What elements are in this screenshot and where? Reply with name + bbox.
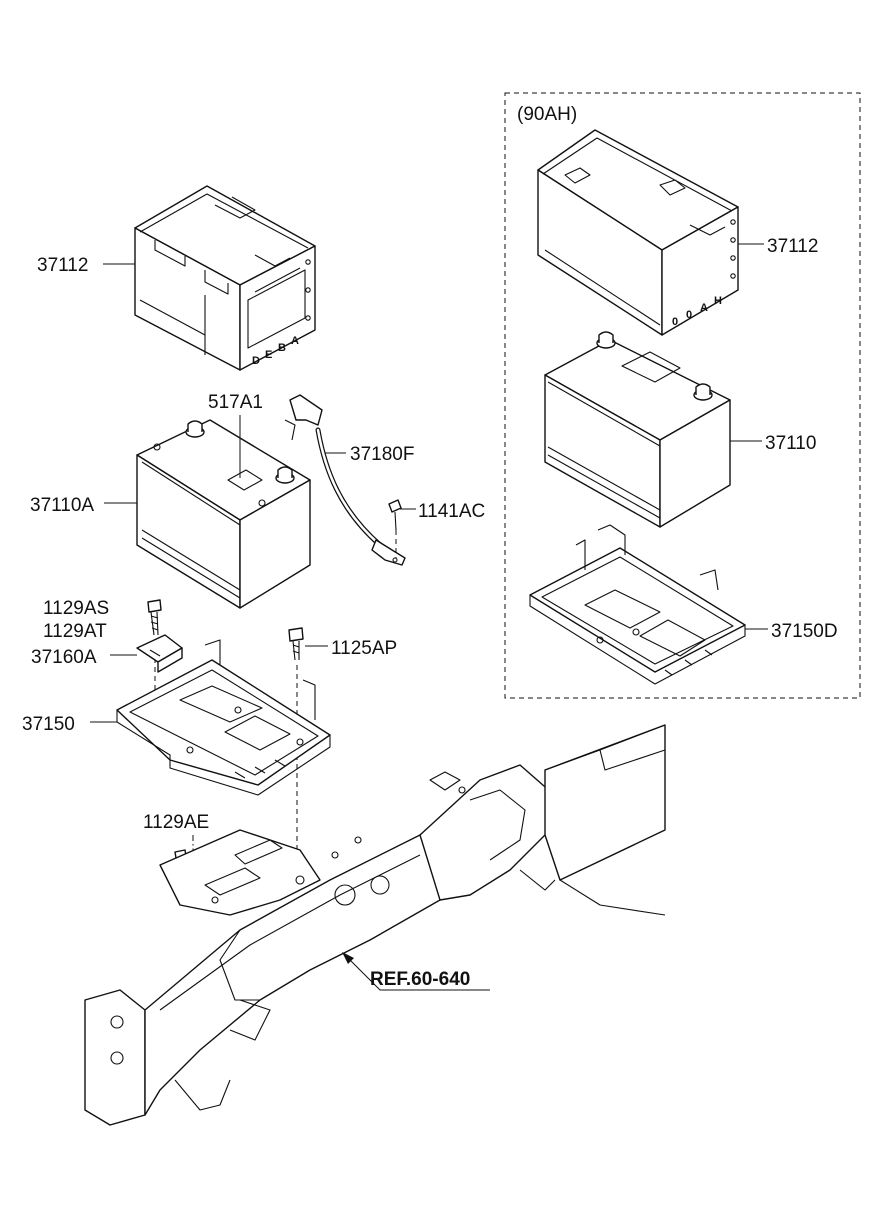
screw-1141ac (388, 499, 402, 558)
battery-cable (284, 394, 406, 566)
bolt-1125ap (288, 627, 304, 880)
label-1141AC: 1141AC (418, 501, 485, 522)
variant-title-label: (90AH) (517, 104, 577, 125)
standard-cover-mark-2: E (265, 349, 272, 361)
label-37110A: 37110A (30, 495, 94, 516)
label-37180F: 37180F (350, 444, 414, 465)
label-1129AT: 1129AT (43, 621, 107, 642)
variant-cover-mark-4: H (714, 295, 722, 307)
standard-cover-mark-1: D (252, 355, 260, 367)
variant-cover-mark-3: A (700, 302, 708, 314)
standard-battery-cover: D E B A (134, 185, 316, 371)
label-517A1: 517A1 (208, 392, 263, 413)
battery-bracket (136, 634, 183, 673)
variant-cover-mark-1: 0 (672, 316, 678, 328)
label-37150: 37150 (22, 714, 75, 735)
variant-battery-cover: 0 0 A H (537, 129, 739, 336)
standard-cover-mark-3: B (278, 342, 286, 354)
chassis-frame (84, 724, 666, 1126)
label-ref-60-640: REF.60-640 (370, 969, 470, 990)
variant-cover-mark-2: 0 (686, 309, 692, 321)
label-1129AS: 1129AS (43, 598, 109, 619)
label-1125AP: 1125AP (331, 638, 397, 659)
standard-cover-mark-4: A (291, 335, 299, 347)
variant-battery (544, 331, 731, 528)
label-37110: 37110 (765, 433, 816, 454)
standard-battery (136, 419, 311, 609)
label-37160A: 37160A (31, 647, 97, 668)
label-37112-variant: 37112 (767, 236, 818, 257)
label-37150D: 37150D (771, 621, 838, 642)
standard-battery-tray (116, 639, 331, 796)
variant-90ah-box: (90AH) (504, 92, 861, 699)
label-37112-standard: 37112 (37, 255, 88, 276)
label-1129AE: 1129AE (143, 812, 209, 833)
variant-battery-tray (529, 524, 746, 685)
